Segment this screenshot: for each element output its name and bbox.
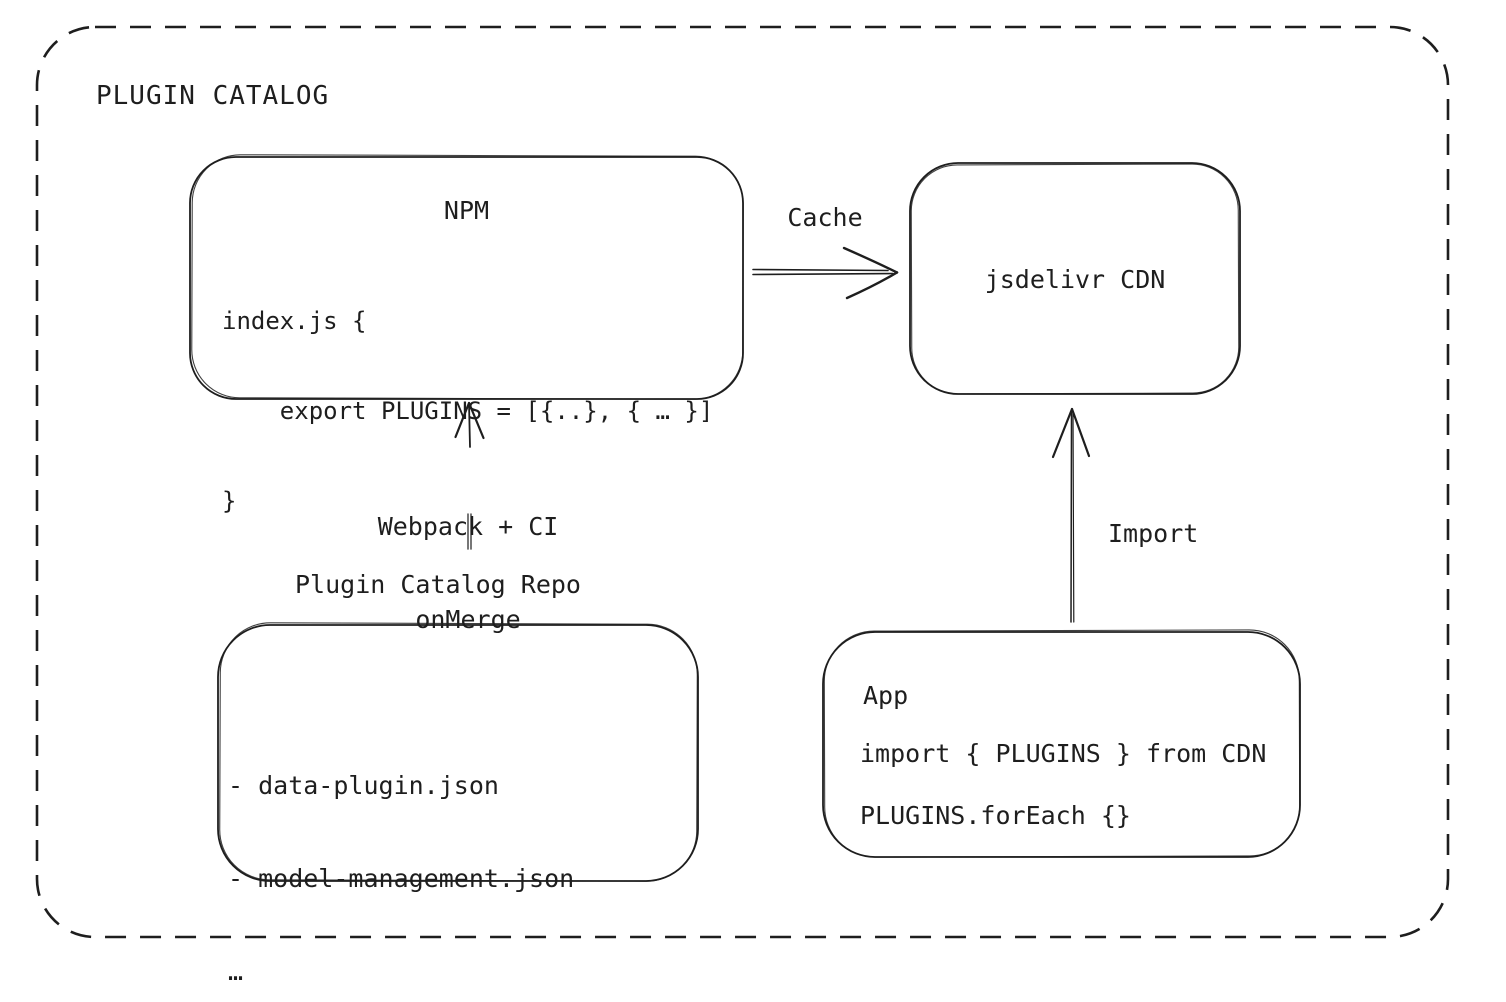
cdn-box-label: jsdelivr CDN (984, 265, 1166, 294)
build-arrow (454, 401, 485, 550)
cache-arrow-label: Cache (787, 203, 863, 232)
app-code-line: PLUGINS.forEach {} (860, 801, 1131, 830)
repo-file-item: - data-plugin.json (228, 771, 499, 800)
build-arrow-label-line1: Webpack + CI (377, 512, 559, 541)
app-box-title: App (863, 681, 909, 710)
import-arrow (1051, 407, 1091, 623)
npm-code-line: index.js { (222, 307, 367, 335)
plugin-catalog-boundary (35, 25, 1450, 939)
repo-box (217, 622, 699, 882)
npm-box (189, 154, 744, 400)
npm-code-line: } (222, 487, 237, 515)
diagram-title: PLUGIN CATALOG (96, 81, 330, 111)
cdn-box (909, 162, 1241, 395)
repo-box-title: Plugin Catalog Repo (295, 570, 581, 599)
app-box (822, 629, 1301, 858)
npm-code-block: index.js { export PLUGINS = [{..}, { … }… (222, 246, 713, 576)
app-code-line: import { PLUGINS } from CDN (860, 739, 1267, 768)
build-arrow-label: Webpack + CI onMerge (318, 449, 618, 697)
build-arrow-label-line2: onMerge (415, 605, 521, 634)
cache-arrow (752, 246, 899, 300)
repo-file-list: - data-plugin.json - model-management.js… (228, 708, 574, 1002)
npm-box-title: NPM (443, 196, 490, 225)
import-arrow-label: Import (1108, 519, 1199, 548)
repo-file-item: - model-management.json (228, 864, 575, 893)
npm-code-line: export PLUGINS = [{..}, { … }] (222, 397, 714, 425)
repo-file-item: … (228, 957, 244, 986)
